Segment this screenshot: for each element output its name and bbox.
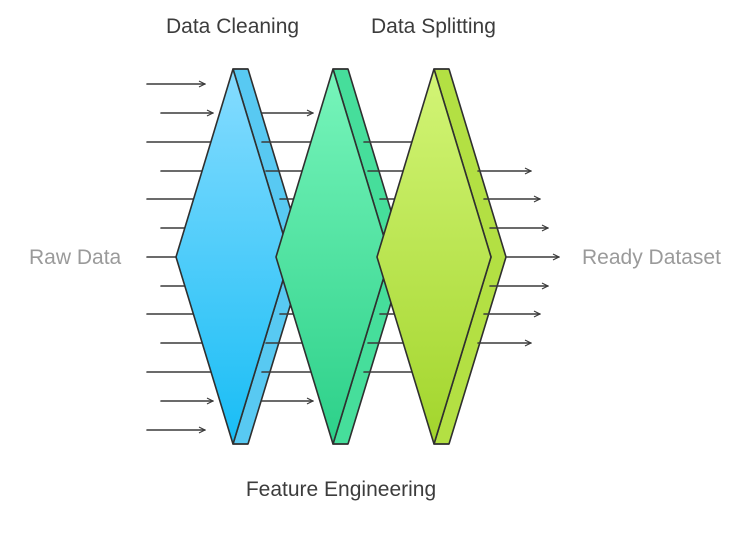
stage-outline — [275, 68, 348, 445]
output-label-ready-dataset: Ready Dataset — [582, 246, 721, 269]
stage-seam — [433, 68, 492, 445]
stage-outline — [175, 68, 248, 445]
arrows-output — [477, 167, 560, 347]
stage-data-splitting-shape — [376, 68, 507, 445]
stage-front-face — [176, 69, 290, 444]
stage-label-data-splitting: Data Splitting — [371, 15, 496, 38]
input-label-raw-data: Raw Data — [29, 246, 122, 269]
stage-outline — [376, 68, 449, 445]
stage-label-feature-engineering: Feature Engineering — [245, 478, 437, 501]
stage-front-face — [377, 69, 491, 444]
stage-label-data-cleaning: Data Cleaning — [166, 15, 300, 38]
stage-front-face — [276, 69, 390, 444]
